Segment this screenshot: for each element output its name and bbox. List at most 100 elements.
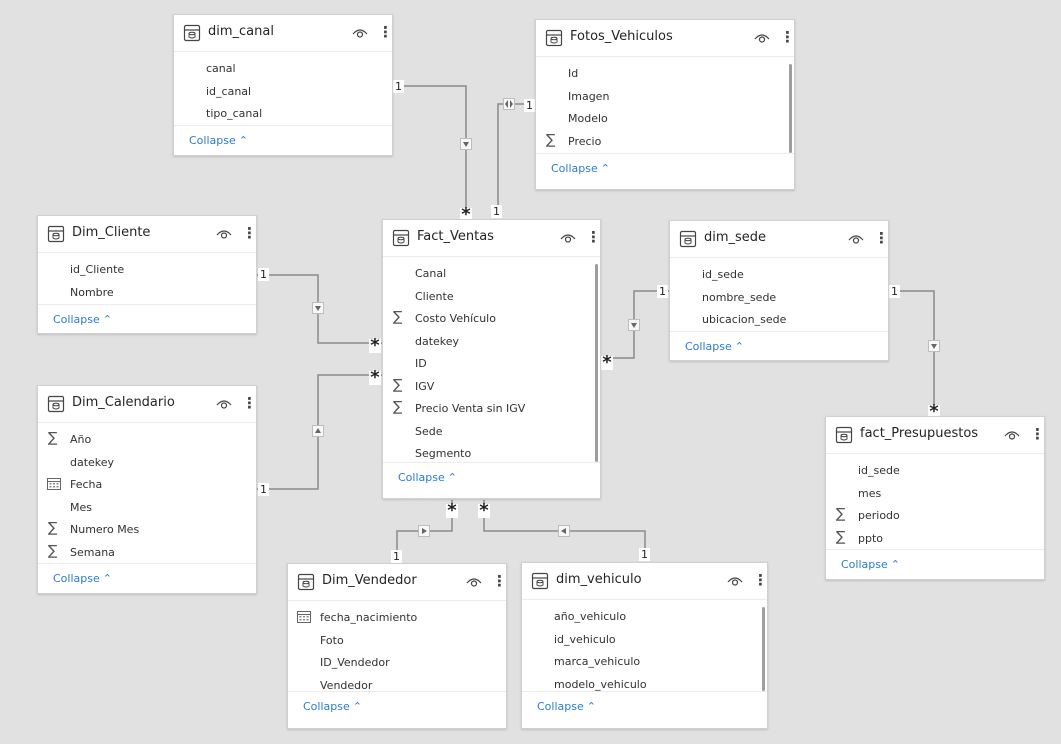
more-options-icon[interactable]: ⋮ (242, 224, 257, 242)
scrollbar[interactable] (762, 607, 765, 691)
field-row[interactable]: ∑Numero Mes (38, 519, 256, 542)
field-row[interactable]: ID (383, 353, 600, 376)
collapse-button[interactable]: Collapse⌃ (303, 700, 362, 713)
field-row[interactable]: marca_vehiculo (522, 651, 767, 674)
cardinality-many: * (601, 352, 613, 373)
collapse-button[interactable]: Collapse⌃ (53, 313, 112, 326)
table-header[interactable]: Dim_Calendario⋮ (38, 386, 256, 423)
collapse-button[interactable]: Collapse⌃ (537, 700, 596, 713)
field-row[interactable]: id_canal (174, 81, 392, 104)
field-row[interactable]: ∑periodo (826, 505, 1044, 528)
more-options-icon[interactable]: ⋮ (586, 228, 601, 246)
field-row[interactable]: Segmento (383, 443, 600, 466)
more-options-icon[interactable]: ⋮ (378, 23, 393, 41)
field-row[interactable]: tipo_canal (174, 103, 392, 126)
more-options-icon[interactable]: ⋮ (780, 28, 795, 46)
field-row[interactable]: Id (536, 63, 794, 86)
eye-icon[interactable] (1004, 428, 1020, 442)
more-options-icon[interactable]: ⋮ (874, 229, 889, 247)
field-row[interactable]: año_vehiculo (522, 606, 767, 629)
field-row[interactable]: ∑Semana (38, 542, 256, 565)
table-header[interactable]: Fact_Ventas ⋮ (383, 220, 600, 257)
field-row[interactable]: id_Cliente (38, 259, 256, 282)
eye-icon[interactable] (216, 227, 232, 241)
cardinality-many: * (928, 401, 940, 422)
collapse-button[interactable]: Collapse⌃ (685, 340, 744, 353)
field-name: Año (70, 433, 92, 446)
field-row[interactable]: Vendedor (288, 675, 506, 698)
field-row[interactable]: Fecha (38, 474, 256, 497)
field-row[interactable]: ∑ppto (826, 528, 1044, 551)
field-row[interactable]: id_vehiculo (522, 629, 767, 652)
field-row[interactable]: canal (174, 58, 392, 81)
field-row[interactable]: nombre_sede (670, 287, 888, 310)
field-row[interactable]: id_sede (826, 460, 1044, 483)
field-row[interactable]: Sede (383, 421, 600, 444)
eye-icon[interactable] (754, 31, 770, 45)
field-row[interactable]: Modelo (536, 108, 794, 131)
field-row[interactable]: Foto (288, 630, 506, 653)
field-name: mes (858, 486, 882, 500)
table-header[interactable]: dim_vehiculo⋮ (522, 563, 767, 600)
table-header[interactable]: dim_sede ⋮ (670, 221, 888, 258)
field-row[interactable]: ∑Precio Venta sin IGV (383, 398, 600, 421)
cardinality-one: 1 (524, 99, 535, 112)
sigma-icon: ∑ (393, 376, 403, 393)
more-options-icon[interactable]: ⋮ (492, 572, 507, 590)
sigma-icon: ∑ (836, 506, 846, 522)
scrollbar[interactable] (595, 264, 598, 462)
field-row[interactable]: ∑Año (38, 429, 256, 452)
table-header[interactable]: dim_canal⋮ (174, 15, 392, 52)
eye-icon[interactable] (216, 397, 232, 411)
field-name: Foto (320, 633, 344, 647)
collapse-button[interactable]: Collapse⌃ (398, 471, 457, 484)
field-row[interactable]: datekey (383, 331, 600, 354)
eye-icon[interactable] (560, 231, 576, 245)
collapse-button[interactable]: Collapse⌃ (841, 558, 900, 571)
field-row[interactable]: id_sede (670, 264, 888, 287)
eye-icon[interactable] (727, 574, 743, 588)
field-row[interactable]: ∑IGV (383, 376, 600, 399)
field-row[interactable]: fecha_nacimiento (288, 607, 506, 630)
eye-icon[interactable] (848, 232, 864, 246)
table-header[interactable]: Fotos_Vehiculos⋮ (536, 20, 794, 57)
field-row[interactable]: datekey (38, 452, 256, 475)
field-row[interactable]: Canal (383, 263, 600, 286)
sigma-icon: ∑ (546, 131, 556, 148)
table-header[interactable]: Dim_Vendedor⋮ (288, 564, 506, 601)
collapse-button[interactable]: Collapse⌃ (189, 134, 248, 147)
collapse-button[interactable]: Collapse⌃ (551, 162, 610, 175)
more-options-icon[interactable]: ⋮ (242, 394, 257, 412)
field-row[interactable]: Mes (38, 497, 256, 520)
table-header[interactable]: fact_Presupuestos⋮ (826, 417, 1044, 454)
collapse-button[interactable]: Collapse⌃ (53, 572, 112, 585)
table-title: dim_sede (704, 230, 767, 245)
collapse-label: Collapse (685, 340, 732, 353)
field-row[interactable]: Cliente (383, 286, 600, 309)
more-options-icon[interactable]: ⋮ (753, 571, 768, 589)
field-row[interactable]: ∑Precio (536, 131, 794, 154)
field-row[interactable]: mes (826, 483, 1044, 506)
scrollbar[interactable] (789, 64, 792, 153)
more-options-icon[interactable]: ⋮ (1030, 425, 1045, 443)
table-header[interactable]: Dim_Cliente⋮ (38, 216, 256, 253)
field-row[interactable]: ∑Costo Vehículo (383, 308, 600, 331)
eye-icon[interactable] (352, 26, 368, 40)
field-row[interactable]: ID_Vendedor (288, 652, 506, 675)
table-title: Fact_Ventas (417, 229, 494, 244)
field-row[interactable]: Imagen (536, 86, 794, 109)
eye-icon[interactable] (466, 575, 482, 589)
field-row[interactable]: Nombre (38, 282, 256, 305)
field-row[interactable]: ubicacion_sede (670, 309, 888, 332)
field-row[interactable]: modelo_vehiculo (522, 674, 767, 697)
